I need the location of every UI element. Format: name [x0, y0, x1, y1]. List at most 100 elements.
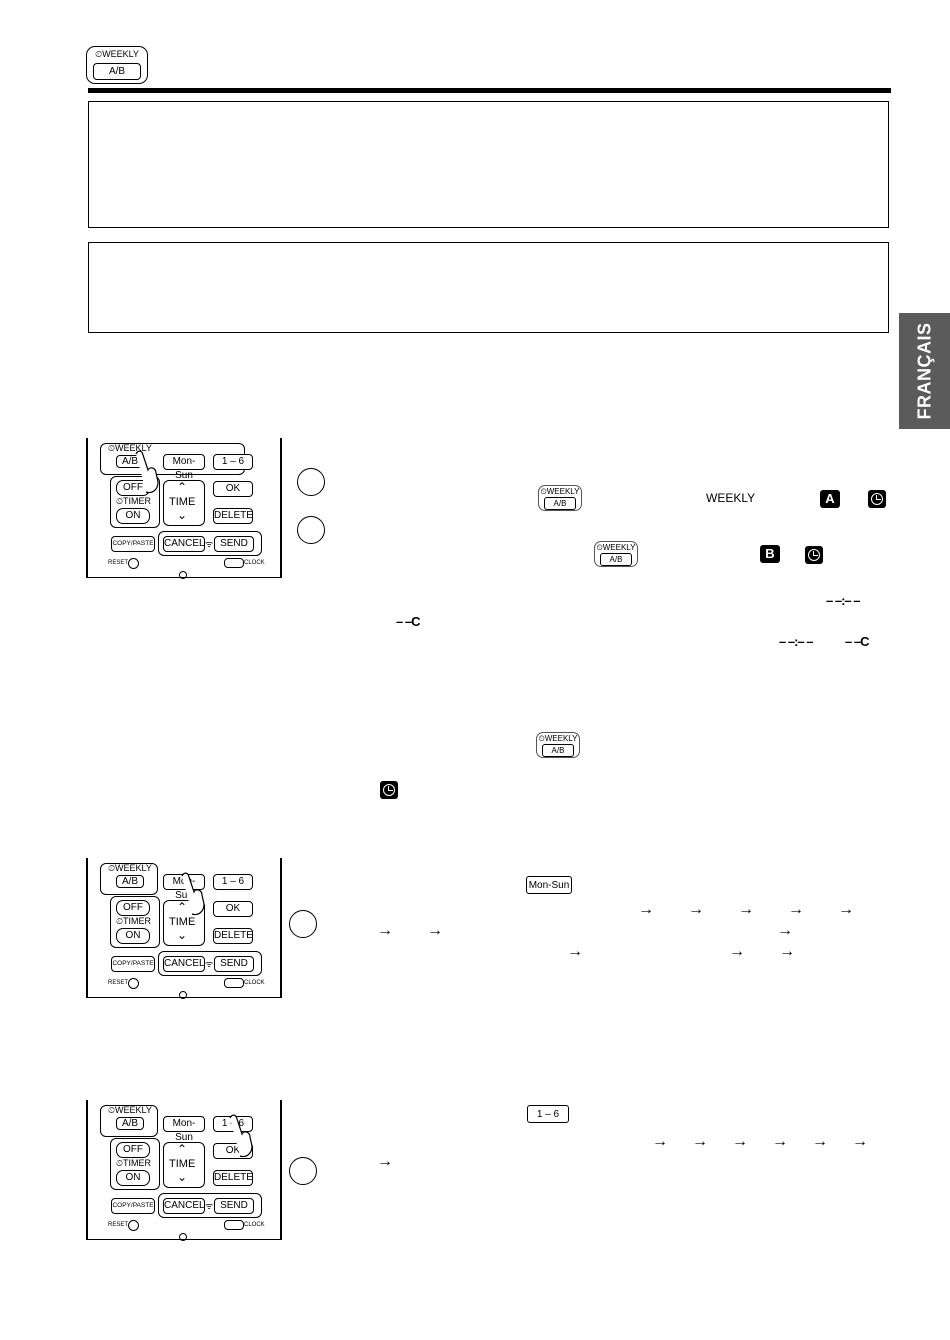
- ab-button[interactable]: A/B: [116, 455, 144, 468]
- ab-label: A/B: [93, 63, 141, 80]
- timer-group: [110, 1138, 160, 1190]
- signal-icon: ᯤ: [205, 1201, 214, 1211]
- time-button[interactable]: [163, 1142, 205, 1188]
- weekly-inline-label-2: ⏲WEEKLY: [596, 543, 636, 552]
- arrow-icon: →: [567, 943, 583, 960]
- clock-label: CLOCK: [244, 980, 265, 986]
- one-six-button[interactable]: 1 – 6: [213, 874, 253, 890]
- reset-label: RESET: [108, 560, 129, 566]
- cancel-button[interactable]: CANCEL: [163, 956, 205, 972]
- timer-text: ⏲TIMER: [116, 916, 152, 926]
- ab-button[interactable]: A/B: [116, 875, 144, 888]
- clock-button[interactable]: [224, 558, 244, 568]
- on-button[interactable]: ON: [116, 1170, 150, 1186]
- send-group: [158, 531, 262, 556]
- clock-button[interactable]: [224, 1220, 244, 1230]
- off-button[interactable]: OFF: [116, 480, 150, 496]
- chevron-up-icon: ⌃: [177, 1142, 188, 1156]
- on-button[interactable]: ON: [116, 508, 150, 524]
- arrow-icon: →: [688, 901, 704, 918]
- one-six-inline-key: 1 – 6: [527, 1105, 569, 1123]
- remote-panel-1: ⏲WEEKLY A/B Mon-Sun 1 – 6 OFF ⏲TIMER ON …: [86, 438, 282, 579]
- temp-dashes-display-2: – –C: [845, 634, 869, 649]
- arrow-icon: →: [652, 1133, 668, 1150]
- chevron-down-icon: ⌄: [177, 928, 188, 942]
- mon-sun-button[interactable]: Mon-Sun: [163, 1116, 205, 1143]
- step-circle-3: [289, 910, 317, 938]
- delete-button[interactable]: DELETE: [213, 508, 253, 524]
- remote-panel-3: ⏲WEEKLY A/B Mon-Sun 1 – 6 OFF ⏲TIMER ON …: [86, 1100, 282, 1241]
- time-dashes-display-2: – –:– –: [779, 634, 813, 649]
- arrow-icon: →: [772, 1133, 788, 1150]
- ab-button[interactable]: A/B: [116, 1117, 144, 1130]
- send-button[interactable]: SEND: [214, 536, 254, 552]
- step-circle-2: [297, 516, 325, 544]
- arrow-icon: →: [427, 922, 443, 939]
- reset-label: RESET: [108, 980, 129, 986]
- weekly-ab-header-icon: ⏲WEEKLY A/B: [86, 46, 148, 84]
- ab-inline-label-2: A/B: [600, 553, 632, 566]
- timer-clock-icon-3: [380, 781, 398, 799]
- mode-b-icon: B: [760, 545, 780, 563]
- timer-clock-icon: [868, 490, 886, 508]
- language-tab: FRANÇAIS: [899, 313, 950, 429]
- time-label: TIME: [169, 916, 196, 928]
- ok-button[interactable]: OK: [213, 481, 253, 497]
- arrow-icon: →: [729, 943, 745, 960]
- weekly-group: [100, 863, 158, 895]
- off-button[interactable]: OFF: [116, 900, 150, 916]
- chevron-up-icon: ⌃: [177, 480, 188, 494]
- weekly-text: ⏲WEEKLY: [108, 863, 152, 873]
- ir-sensor: [179, 571, 187, 579]
- signal-icon: ᯤ: [205, 959, 214, 969]
- arrow-icon: →: [779, 943, 795, 960]
- clock-label: CLOCK: [244, 560, 265, 566]
- ir-sensor: [179, 991, 187, 999]
- arrow-icon: →: [852, 1133, 868, 1150]
- weekly-text: ⏲WEEKLY: [108, 1105, 152, 1115]
- weekly-inline-label-3: ⏲WEEKLY: [538, 734, 578, 743]
- delete-button[interactable]: DELETE: [213, 928, 253, 944]
- weekly-inline-label: ⏲WEEKLY: [540, 487, 580, 496]
- time-label: TIME: [169, 1158, 196, 1170]
- mon-sun-inline-key: Mon-Sun: [526, 876, 572, 894]
- info-box-2: [88, 242, 889, 333]
- arrow-icon: →: [377, 1153, 393, 1170]
- arrow-icon: →: [638, 901, 654, 918]
- mon-sun-button[interactable]: Mon-Sun: [163, 454, 205, 481]
- reset-button[interactable]: [128, 1220, 139, 1231]
- copy-paste-button[interactable]: COPY/PASTE: [111, 956, 155, 972]
- chevron-down-icon: ⌄: [177, 508, 188, 522]
- ab-inline-label: A/B: [544, 497, 576, 510]
- reset-button[interactable]: [128, 978, 139, 989]
- cancel-button[interactable]: CANCEL: [163, 1198, 205, 1214]
- pointing-hand-icon: [181, 872, 205, 916]
- arrow-icon: →: [812, 1133, 828, 1150]
- one-six-button[interactable]: 1 – 6: [213, 454, 253, 470]
- reset-button[interactable]: [128, 558, 139, 569]
- on-button[interactable]: ON: [116, 928, 150, 944]
- delete-button[interactable]: DELETE: [213, 1170, 253, 1186]
- off-button[interactable]: OFF: [116, 1142, 150, 1158]
- time-dashes-display: – –:– –: [826, 593, 860, 608]
- reset-label: RESET: [108, 1222, 129, 1228]
- copy-paste-button[interactable]: COPY/PASTE: [111, 536, 155, 552]
- arrow-icon: →: [692, 1133, 708, 1150]
- copy-paste-button[interactable]: COPY/PASTE: [111, 1198, 155, 1214]
- mode-a-icon: A: [820, 490, 840, 508]
- time-label: TIME: [169, 496, 196, 508]
- ok-button[interactable]: OK: [213, 901, 253, 917]
- time-button[interactable]: [163, 480, 205, 526]
- send-button[interactable]: SEND: [214, 1198, 254, 1214]
- send-button[interactable]: SEND: [214, 956, 254, 972]
- time-button[interactable]: [163, 900, 205, 946]
- timer-group: [110, 476, 160, 528]
- clock-button[interactable]: [224, 978, 244, 988]
- cancel-button[interactable]: CANCEL: [163, 536, 205, 552]
- timer-text: ⏲TIMER: [116, 1158, 152, 1168]
- timer-group: [110, 896, 160, 948]
- arrow-icon: →: [777, 922, 793, 939]
- arrow-icon: →: [732, 1133, 748, 1150]
- ab-inline-label-3: A/B: [542, 744, 574, 757]
- language-tab-label: FRANÇAIS: [914, 322, 934, 420]
